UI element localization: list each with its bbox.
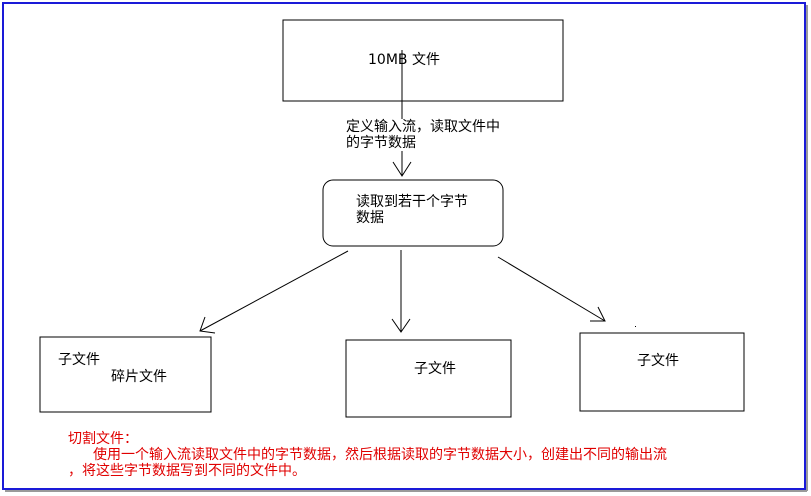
- note-title: 切割文件：: [68, 431, 138, 447]
- read-bytes-box: [322, 179, 504, 247]
- note-line-1: 使用一个输入流读取文件中的字节数据，然后根据读取的字节数据大小，创建出不同的输出…: [93, 447, 667, 463]
- child-file-box-2: [345, 339, 512, 418]
- child-file-1-sublabel: 碎片文件: [111, 369, 167, 385]
- input-stream-arrowhead: [392, 161, 412, 177]
- child-file-box-1: [39, 336, 212, 413]
- note-line-2: ，将这些字节数据写到不同的文件中。: [68, 463, 306, 479]
- output-arrowhead-right: [590, 306, 606, 322]
- child-file-2-label: 子文件: [414, 361, 456, 377]
- edge-label-line1: 定义输入流，读取文件中: [346, 119, 500, 135]
- outer-frame: [2, 2, 806, 490]
- output-arrowhead-middle: [391, 318, 411, 333]
- output-arrow-right: [497, 256, 606, 322]
- source-file-box: [282, 19, 564, 102]
- read-box-label-line2: 数据: [356, 210, 384, 226]
- stray-dot: [635, 326, 636, 327]
- child-file-box-3: [579, 332, 745, 412]
- child-file-1-label: 子文件: [58, 352, 100, 368]
- read-box-label-line1: 读取到若干个字节: [356, 194, 468, 210]
- output-arrowhead-left: [199, 316, 216, 334]
- child-file-3-label: 子文件: [637, 353, 679, 369]
- edge-label-line2: 的字节数据: [346, 135, 416, 151]
- source-file-label: 10MB 文件: [368, 52, 440, 68]
- output-arrow-left: [199, 250, 349, 332]
